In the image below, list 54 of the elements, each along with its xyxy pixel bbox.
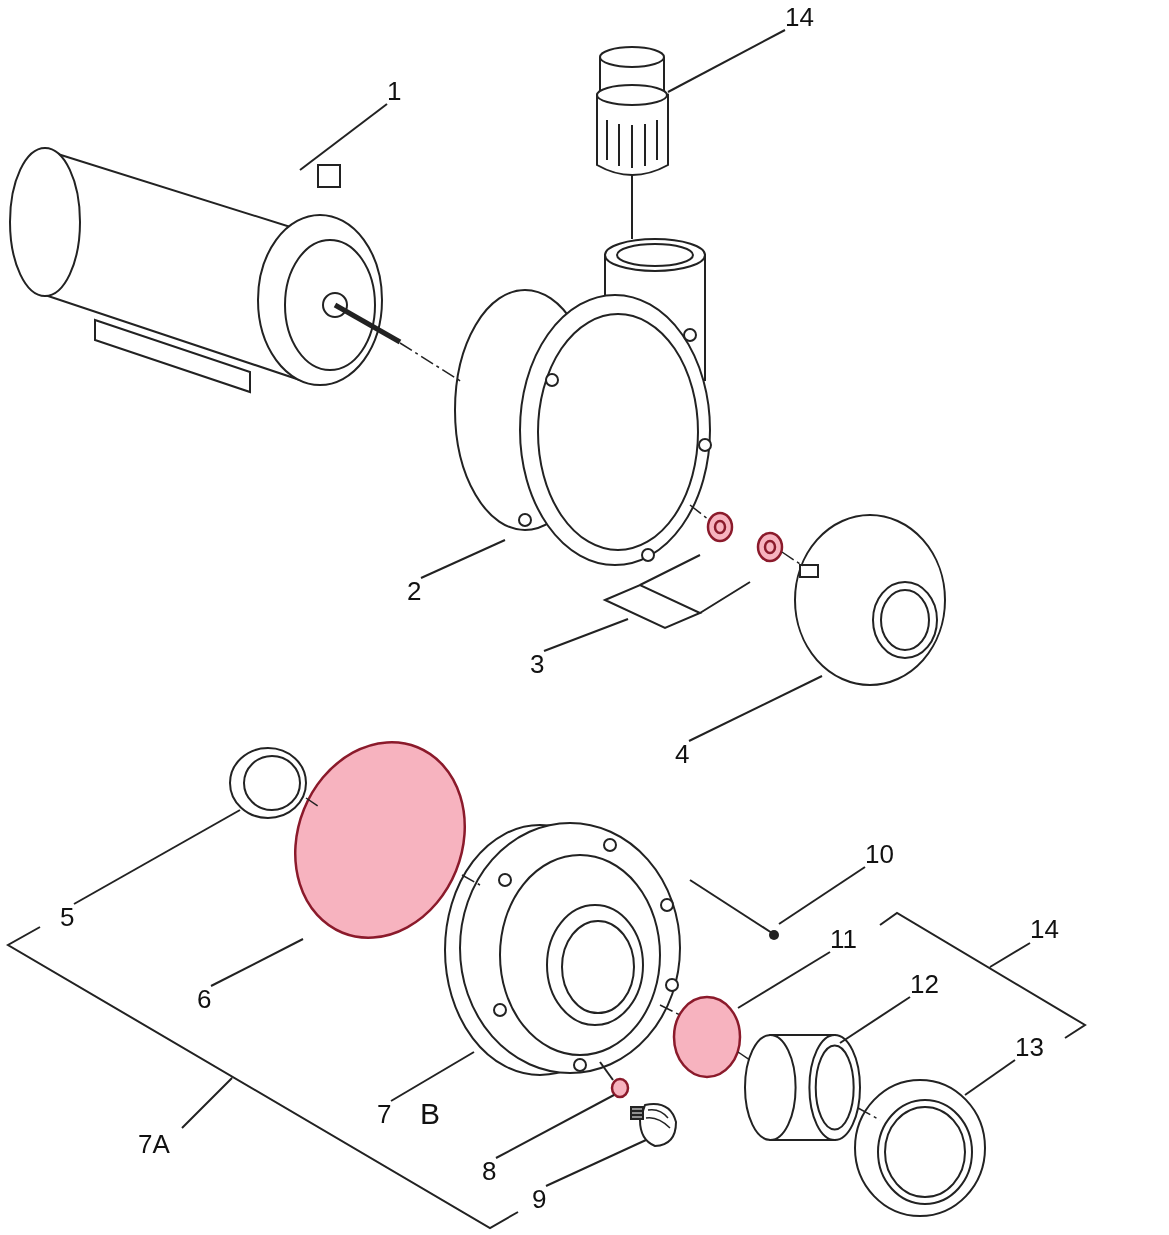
leader-line — [420, 539, 506, 579]
callout-number: 6 — [197, 986, 212, 1012]
leader-line — [545, 1139, 647, 1187]
leader-line — [964, 1059, 1016, 1096]
tailpiece-drawing — [744, 1034, 861, 1141]
center-line — [305, 797, 319, 807]
callout-number: 1 — [387, 78, 402, 104]
leader-line — [688, 675, 823, 742]
center-line — [659, 1004, 681, 1016]
leader-line — [495, 1094, 615, 1159]
center-line — [689, 504, 710, 521]
union-drawing — [596, 46, 669, 176]
callout-number: 8 — [482, 1158, 497, 1184]
callout-number: 5 — [60, 904, 75, 930]
callout-number: 2 — [407, 578, 422, 604]
o-ring-drawing — [672, 995, 742, 1079]
screw-drawing — [689, 879, 779, 940]
o-ring-drawing — [610, 1077, 630, 1099]
callout-number: 7 — [377, 1101, 392, 1127]
callout-number: 14 — [785, 4, 814, 30]
callout-number: 3 — [530, 651, 545, 677]
shaft-seal-drawing — [602, 511, 784, 630]
leader-line — [210, 938, 304, 987]
leader-line — [737, 951, 831, 1009]
motor-drawing — [9, 147, 402, 394]
gasket-drawing — [294, 741, 466, 939]
center-line — [737, 1051, 751, 1061]
callout-number: 4 — [675, 741, 690, 767]
impeller-drawing — [794, 514, 946, 686]
drain-plug-drawing — [630, 1103, 677, 1147]
leader-line — [73, 809, 241, 905]
callout-number: 14 — [1030, 916, 1059, 942]
part-letter: B — [420, 1099, 440, 1129]
leader-line — [778, 866, 866, 925]
callout-number: 9 — [532, 1186, 547, 1212]
leader-line — [390, 1051, 475, 1102]
leader-line — [667, 29, 786, 93]
callout-number: 7A — [138, 1131, 170, 1157]
union-nut-drawing — [854, 1079, 986, 1217]
volute-drawing — [444, 822, 681, 1076]
center-line — [599, 1061, 614, 1081]
center-line — [461, 874, 481, 886]
callout-number: 13 — [1015, 1034, 1044, 1060]
callout-number: 10 — [865, 841, 894, 867]
center-line — [781, 551, 804, 567]
leader-line — [299, 103, 388, 171]
callout-number: 11 — [830, 926, 857, 952]
center-line — [631, 174, 633, 240]
center-line — [399, 342, 463, 383]
callout-number: 12 — [910, 971, 939, 997]
leader-line — [543, 618, 629, 652]
pump-housing-drawing — [454, 238, 712, 566]
leader-line — [839, 996, 911, 1044]
wear-ring-drawing — [229, 747, 307, 819]
